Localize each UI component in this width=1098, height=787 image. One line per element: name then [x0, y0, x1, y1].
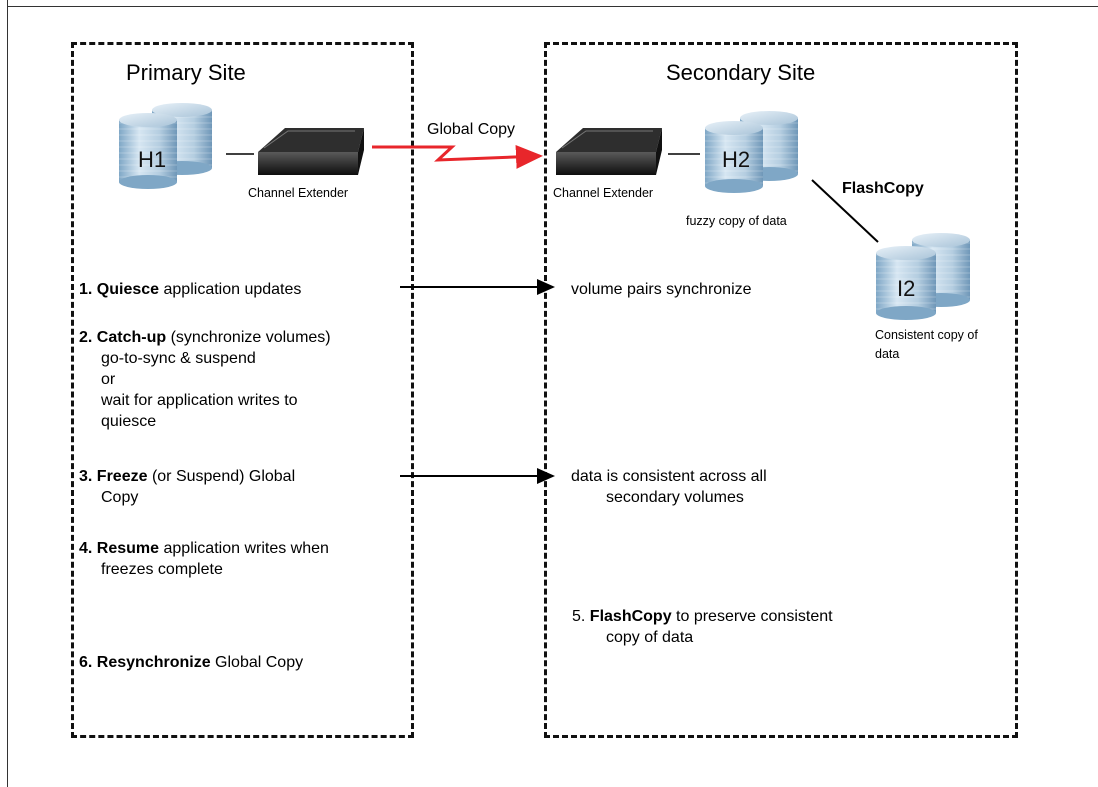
consistent-copy-label: Consistent copy of data [875, 326, 978, 364]
step-2-num: 2. [79, 329, 93, 346]
step-3-line2: Copy [101, 489, 139, 506]
step-4-num: 4. [79, 540, 93, 557]
result-step-1: volume pairs synchronize [571, 281, 752, 298]
step-5-line2: copy of data [606, 629, 694, 646]
secondary-extender-label: Channel Extender [553, 186, 654, 200]
step-1: 1. Quiesce application updates [79, 279, 301, 300]
step-3-num: 3. [79, 468, 93, 485]
step-6-bold: Resynchronize [96, 654, 211, 671]
fuzzy-copy-label: fuzzy copy of data [686, 214, 787, 228]
h1-label: H1 [138, 147, 167, 172]
flashcopy-line [811, 179, 879, 243]
step-4-line2: freezes complete [101, 561, 223, 578]
step-2: 2. Catch-up (synchronize volumes) go-to-… [79, 327, 331, 432]
result-step-3: data is consistent across all secondary … [571, 466, 767, 508]
flashcopy-label: FlashCopy [842, 180, 924, 197]
primary-site-title: Primary Site [126, 60, 246, 85]
secondary-site-title: Secondary Site [666, 60, 816, 85]
step-1-num: 1. [79, 281, 93, 298]
step-6: 6. Resynchronize Global Copy [79, 652, 303, 673]
h2-storage-icon [705, 111, 798, 193]
secondary-channel-extender-icon [556, 128, 662, 175]
secondary-site-box [544, 42, 1018, 738]
step-6-num: 6. [79, 654, 93, 671]
step-4-rest: application writes when [159, 540, 329, 557]
step-2-rest: (synchronize volumes) [166, 329, 331, 346]
consistent-copy-line1: Consistent copy of [875, 328, 978, 342]
primary-site-box [71, 42, 414, 738]
step-3: 3. Freeze (or Suspend) Global Copy [79, 466, 295, 508]
step-1-bold: Quiesce [96, 281, 160, 298]
i2-label: I2 [897, 276, 916, 301]
step-6-rest: Global Copy [210, 654, 304, 671]
h2-label: H2 [722, 147, 751, 172]
step-2-bold: Catch-up [96, 329, 167, 346]
step-5-num: 5. [572, 608, 586, 625]
step-2-line3: or [101, 371, 116, 388]
step-4: 4. Resume application writes when freeze… [79, 538, 329, 580]
step-5-rest: to preserve consistent [671, 608, 833, 625]
result-step-3-line2: secondary volumes [606, 489, 744, 506]
page-frame-top [7, 6, 1098, 7]
step-2-line4: wait for application writes to [101, 392, 298, 409]
step-1-rest: application updates [159, 281, 302, 298]
global-copy-label: Global Copy [427, 121, 516, 138]
step-3-rest: (or Suspend) Global [147, 468, 296, 485]
primary-channel-extender-icon [258, 128, 364, 175]
global-copy-link [372, 144, 543, 169]
page-frame-left [7, 0, 8, 787]
step-5: 5. FlashCopy to preserve consistent copy… [572, 606, 833, 648]
step-2-line5: quiesce [101, 413, 157, 430]
step-5-bold: FlashCopy [589, 608, 672, 625]
h1-storage-icon [119, 103, 212, 189]
result-step-3-line1: data is consistent across all [571, 468, 767, 485]
step-4-bold: Resume [96, 540, 160, 557]
i2-storage-icon [876, 233, 970, 320]
primary-extender-label: Channel Extender [248, 186, 349, 200]
step-2-line2: go-to-sync & suspend [101, 350, 256, 367]
step-3-bold: Freeze [96, 468, 148, 485]
consistent-copy-line2: data [875, 347, 900, 361]
